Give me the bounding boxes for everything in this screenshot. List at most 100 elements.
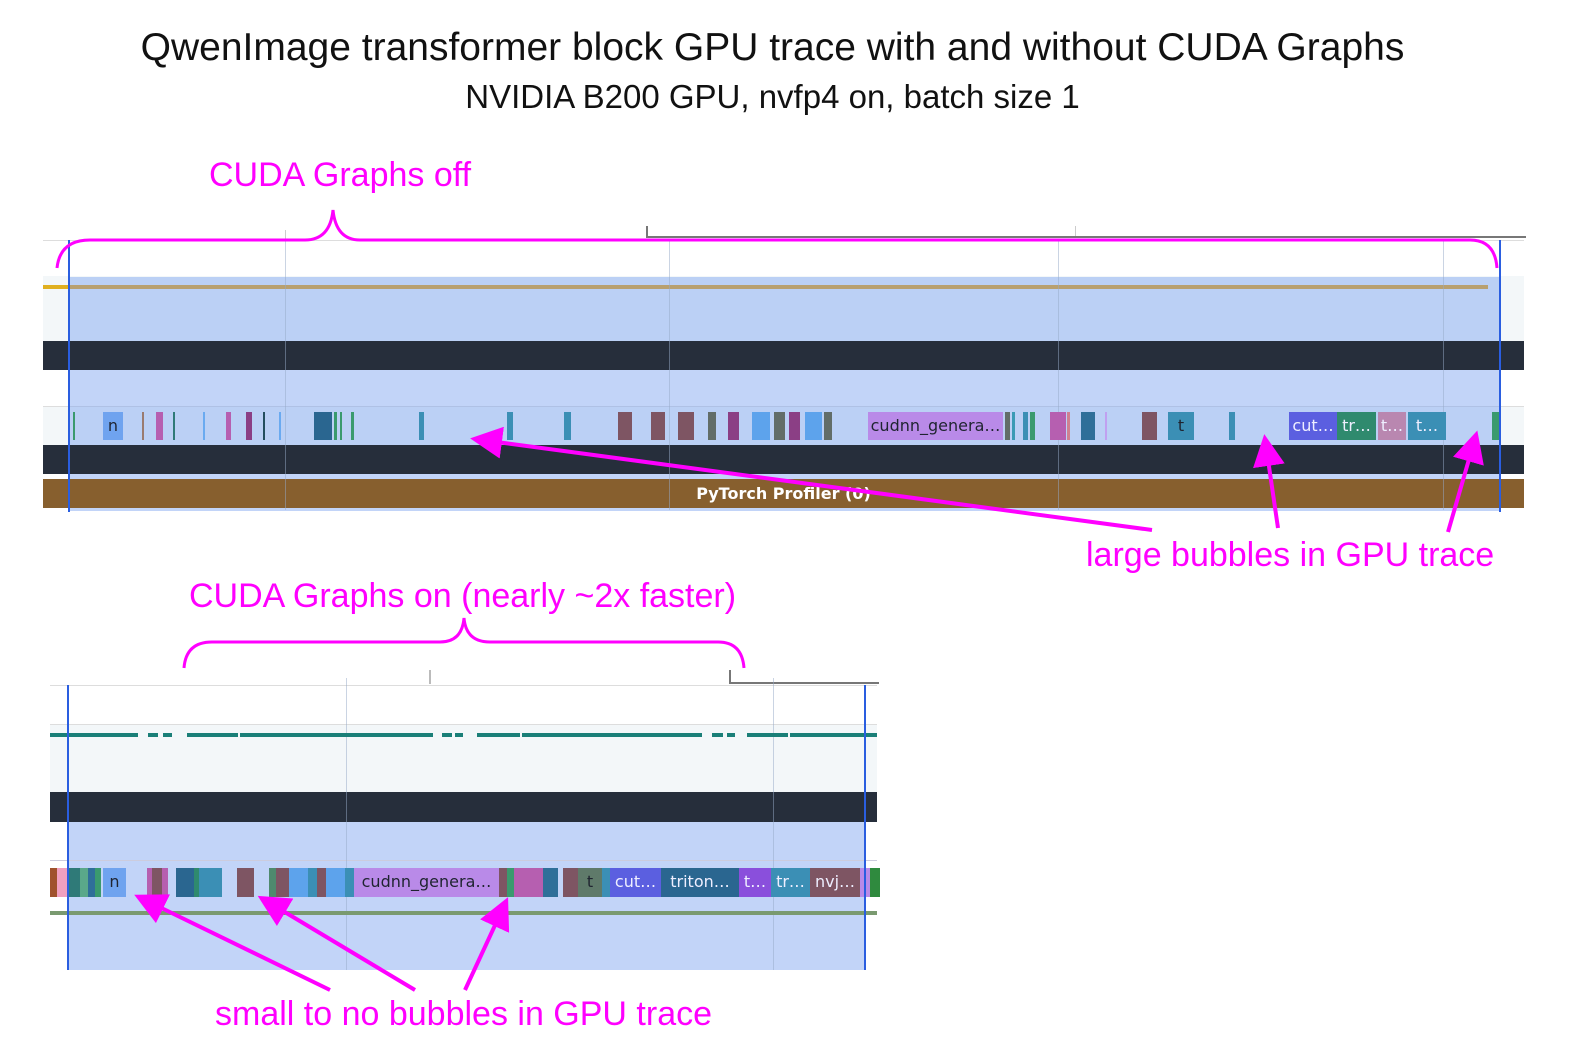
gpu-kernel[interactable]: tr… bbox=[1337, 412, 1376, 440]
gpu-kernel[interactable] bbox=[351, 412, 354, 440]
gpu-kernel[interactable] bbox=[1492, 412, 1500, 440]
gpu-kernel[interactable] bbox=[334, 412, 337, 440]
gpu-kernel[interactable] bbox=[142, 412, 144, 440]
gpu-kernel[interactable] bbox=[88, 868, 95, 897]
gpu-kernel[interactable]: cut… bbox=[610, 868, 661, 897]
dark-track-bar bbox=[43, 341, 1524, 370]
gpu-kernel[interactable]: cudnn_genera… bbox=[868, 412, 1003, 440]
gpu-kernel[interactable]: t bbox=[1168, 412, 1194, 440]
cpu-activity-segment bbox=[148, 733, 158, 737]
cpu-activity-segment bbox=[790, 733, 877, 737]
gpu-kernel[interactable] bbox=[774, 412, 785, 440]
gpu-kernel[interactable]: nvj… bbox=[810, 868, 860, 897]
gpu-kernel[interactable]: t bbox=[578, 868, 602, 897]
gpu-kernel[interactable] bbox=[226, 412, 231, 440]
gpu-kernel[interactable] bbox=[651, 412, 665, 440]
gpu-kernel[interactable] bbox=[499, 868, 507, 897]
selection-edge-right[interactable] bbox=[864, 685, 866, 970]
dark-track-bar bbox=[50, 792, 877, 822]
gpu-kernel[interactable] bbox=[514, 868, 543, 897]
gpu-kernel[interactable] bbox=[203, 412, 205, 440]
gpu-kernel[interactable] bbox=[156, 412, 163, 440]
gpu-kernel[interactable] bbox=[563, 868, 578, 897]
gpu-kernel[interactable] bbox=[176, 868, 194, 897]
gpu-kernel[interactable] bbox=[1050, 412, 1066, 440]
gpu-kernel[interactable] bbox=[73, 412, 75, 440]
gpu-kernel[interactable] bbox=[1005, 412, 1010, 440]
kernel-label: t… bbox=[1415, 416, 1439, 435]
gpu-kernel[interactable]: t… bbox=[1378, 412, 1406, 440]
gpu-kernel[interactable] bbox=[162, 868, 168, 897]
gpu-kernel[interactable] bbox=[564, 412, 571, 440]
gpu-kernel[interactable] bbox=[507, 412, 513, 440]
gpu-kernel[interactable] bbox=[147, 868, 152, 897]
gpu-kernel[interactable]: triton… bbox=[661, 868, 739, 897]
gpu-kernel[interactable]: n bbox=[103, 412, 123, 440]
kernel-label: cut… bbox=[1292, 416, 1334, 435]
selection-edge-left[interactable] bbox=[67, 685, 69, 970]
gpu-kernel[interactable] bbox=[276, 868, 289, 897]
gpu-kernel[interactable] bbox=[199, 868, 222, 897]
gpu-kernel[interactable] bbox=[728, 412, 739, 440]
gpu-kernel[interactable]: t… bbox=[1408, 412, 1446, 440]
gpu-kernel[interactable] bbox=[317, 868, 326, 897]
gpu-kernel[interactable] bbox=[824, 412, 832, 440]
gpu-kernel[interactable] bbox=[50, 868, 57, 897]
gpu-kernel[interactable]: t… bbox=[739, 868, 771, 897]
gpu-kernel[interactable]: n bbox=[103, 868, 126, 897]
gpu-kernel[interactable] bbox=[1030, 412, 1035, 440]
gpu-kernel[interactable] bbox=[279, 412, 281, 440]
gpu-kernel[interactable] bbox=[543, 868, 558, 897]
selection-edge-right[interactable] bbox=[1499, 240, 1501, 512]
gpu-kernel[interactable] bbox=[173, 412, 175, 440]
gpu-kernel[interactable] bbox=[678, 412, 694, 440]
gpu-kernel[interactable] bbox=[314, 412, 332, 440]
gpu-kernel[interactable] bbox=[57, 868, 67, 897]
ruler-tick bbox=[1075, 226, 1076, 236]
gpu-kernel[interactable] bbox=[1105, 412, 1107, 440]
gpu-kernel[interactable] bbox=[340, 412, 342, 440]
gpu-kernel[interactable] bbox=[752, 412, 770, 440]
gpu-kernel[interactable] bbox=[1142, 412, 1157, 440]
gpu-kernel[interactable] bbox=[1229, 412, 1235, 440]
gpu-kernel[interactable] bbox=[345, 868, 354, 897]
gpu-kernel[interactable] bbox=[237, 868, 254, 897]
kernel-label: t bbox=[1177, 416, 1185, 435]
gpu-kernel[interactable] bbox=[602, 868, 610, 897]
arrow bbox=[134, 894, 331, 992]
brace-on bbox=[182, 617, 746, 669]
gpu-kernel[interactable] bbox=[67, 868, 80, 897]
ruler-tick bbox=[285, 230, 286, 240]
grid-line bbox=[773, 678, 774, 970]
selection-edge-left[interactable] bbox=[68, 240, 70, 512]
gpu-kernel[interactable] bbox=[1012, 412, 1015, 440]
gpu-kernel[interactable] bbox=[326, 868, 345, 897]
gpu-kernel[interactable] bbox=[1081, 412, 1095, 440]
gpu-kernel[interactable] bbox=[152, 868, 162, 897]
gpu-kernel[interactable] bbox=[289, 868, 308, 897]
gpu-kernel[interactable] bbox=[1067, 412, 1070, 440]
kernel-label: triton… bbox=[670, 872, 730, 891]
gpu-kernel[interactable] bbox=[308, 868, 317, 897]
gpu-kernel[interactable] bbox=[507, 868, 514, 897]
pytorch-profiler-bar: PyTorch Profiler (0) bbox=[43, 479, 1524, 508]
cpu-activity-segment bbox=[240, 733, 433, 737]
gpu-kernel[interactable]: cudnn_genera… bbox=[354, 868, 499, 897]
gpu-kernel[interactable] bbox=[194, 868, 199, 897]
gpu-kernel[interactable] bbox=[419, 412, 424, 440]
gpu-kernel[interactable] bbox=[80, 868, 88, 897]
gpu-kernel[interactable] bbox=[870, 868, 880, 897]
kernel-label: tr… bbox=[1342, 416, 1371, 435]
gpu-kernel[interactable] bbox=[95, 868, 101, 897]
gpu-kernel[interactable] bbox=[246, 412, 252, 440]
gpu-kernel[interactable] bbox=[269, 868, 276, 897]
gpu-kernel[interactable] bbox=[789, 412, 800, 440]
gpu-kernel[interactable] bbox=[618, 412, 632, 440]
ruler-bracket bbox=[646, 226, 1526, 238]
gpu-kernel[interactable] bbox=[805, 412, 822, 440]
gpu-kernel[interactable] bbox=[263, 412, 265, 440]
gpu-kernel[interactable] bbox=[708, 412, 716, 440]
gpu-kernel[interactable]: tr… bbox=[771, 868, 810, 897]
gpu-kernel[interactable]: cut… bbox=[1289, 412, 1337, 440]
gpu-kernel[interactable] bbox=[1023, 412, 1028, 440]
